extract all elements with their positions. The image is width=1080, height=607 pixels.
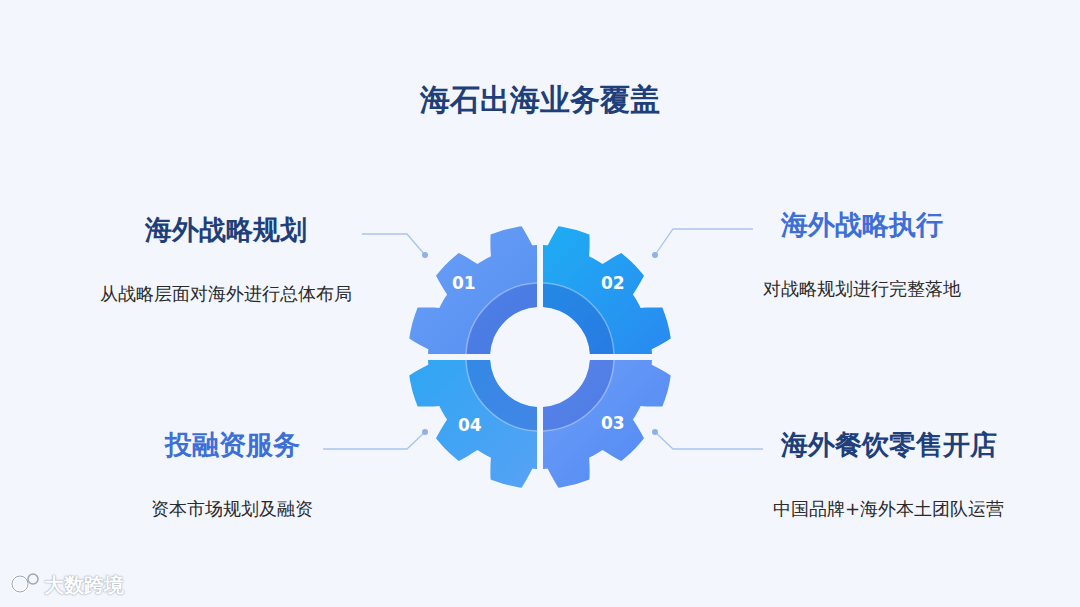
node-description: 从战略层面对海外进行总体布局 [96,282,356,306]
gear-quadrant: 01 [402,219,537,354]
logo-ring [12,576,28,592]
gear-body [543,360,671,488]
gear-ring-highlight [543,283,614,354]
leader-line [655,432,763,449]
node-description: 对战略规划进行完整落地 [759,277,965,301]
callout-number: 04 [458,415,482,435]
node-heading: 投融资服务 [147,427,317,463]
node-description: 中国品牌+海外本土团队运营 [769,497,1008,521]
gear-inner-ring [543,295,602,354]
callout-number: 02 [601,273,625,293]
gear-quadrant: 03 [543,360,678,495]
node-description: 资本市场规划及融资 [147,497,317,521]
leader-dot [422,252,428,258]
text-node: 海外餐饮零售开店中国品牌+海外本土团队运营 [769,427,1008,521]
watermark: 大数跨境 [44,572,124,599]
leader-line [323,432,425,449]
node-heading: 海外战略规划 [96,212,356,248]
text-node: 海外战略执行对战略规划进行完整落地 [759,207,965,301]
gear-inner-ring [543,360,602,419]
leader-line [655,229,753,255]
gear-inner-ring [478,360,537,419]
node-heading: 海外餐饮零售开店 [769,427,1008,463]
diagram-title: 海石出海业务覆盖 [0,80,1080,121]
gear-body [543,226,671,354]
text-node: 海外战略规划从战略层面对海外进行总体布局 [96,212,356,306]
gear-inner-ring [478,295,537,354]
logo-dot [28,574,38,584]
callout-number: 01 [452,273,476,293]
gear-quadrant: 04 [402,360,537,495]
gear-body [409,360,537,488]
gear-ring-highlight [466,283,537,354]
gear-body [409,226,537,354]
node-heading: 海外战略执行 [759,207,965,243]
gear-quadrant: 02 [543,219,678,354]
leader-dot [422,429,428,435]
text-node: 投融资服务资本市场规划及融资 [147,427,317,521]
leader-dot [652,252,658,258]
leader-line [362,234,425,255]
leader-dot [652,429,658,435]
callout-number: 03 [601,413,625,433]
logo-ring-edge [12,576,28,592]
